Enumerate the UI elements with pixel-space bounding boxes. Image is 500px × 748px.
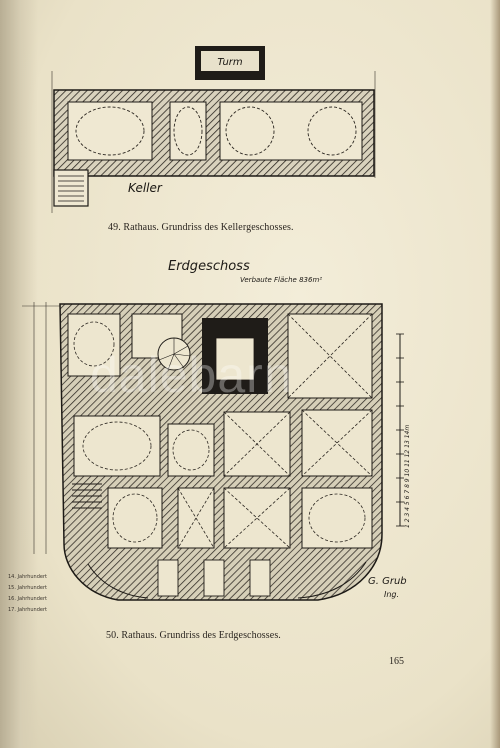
figure-49-caption: 49. Rathaus. Grundriss des Kellergeschos… <box>108 222 294 233</box>
watermark-text: dalebarn <box>90 347 293 403</box>
legend-item: 15. Jahrhundert <box>8 585 47 591</box>
page-edge-shadow <box>490 0 500 748</box>
book-gutter-shadow <box>0 0 38 748</box>
signature-name: G. Grub <box>368 576 407 587</box>
legend-item: 14. Jahrhundert <box>8 574 47 580</box>
legend-item: 16. Jahrhundert <box>8 596 47 602</box>
page-number: 165 <box>389 656 404 667</box>
ground-floor-plan <box>22 302 404 601</box>
tower-label: Turm <box>217 57 243 68</box>
legend-item: 17. Jahrhundert <box>8 607 47 613</box>
scale-numbers: 1 2 3 4 5 6 7 8 9 10 11 12 13 14m <box>404 424 411 528</box>
cellar-floor-plan: Turm Keller <box>51 46 376 213</box>
figure-50-caption: 50. Rathaus. Grundriss des Erdgeschosses… <box>106 630 281 641</box>
period-legend: 14. Jahrhundert 15. Jahrhundert 16. Jahr… <box>8 572 108 616</box>
signature-title: Ing. <box>384 590 400 599</box>
ground-floor-title: Erdgeschoss <box>168 259 250 274</box>
built-area-note: Verbaute Fläche 836m² <box>240 276 323 284</box>
cellar-handwritten-label: Keller <box>128 181 163 195</box>
